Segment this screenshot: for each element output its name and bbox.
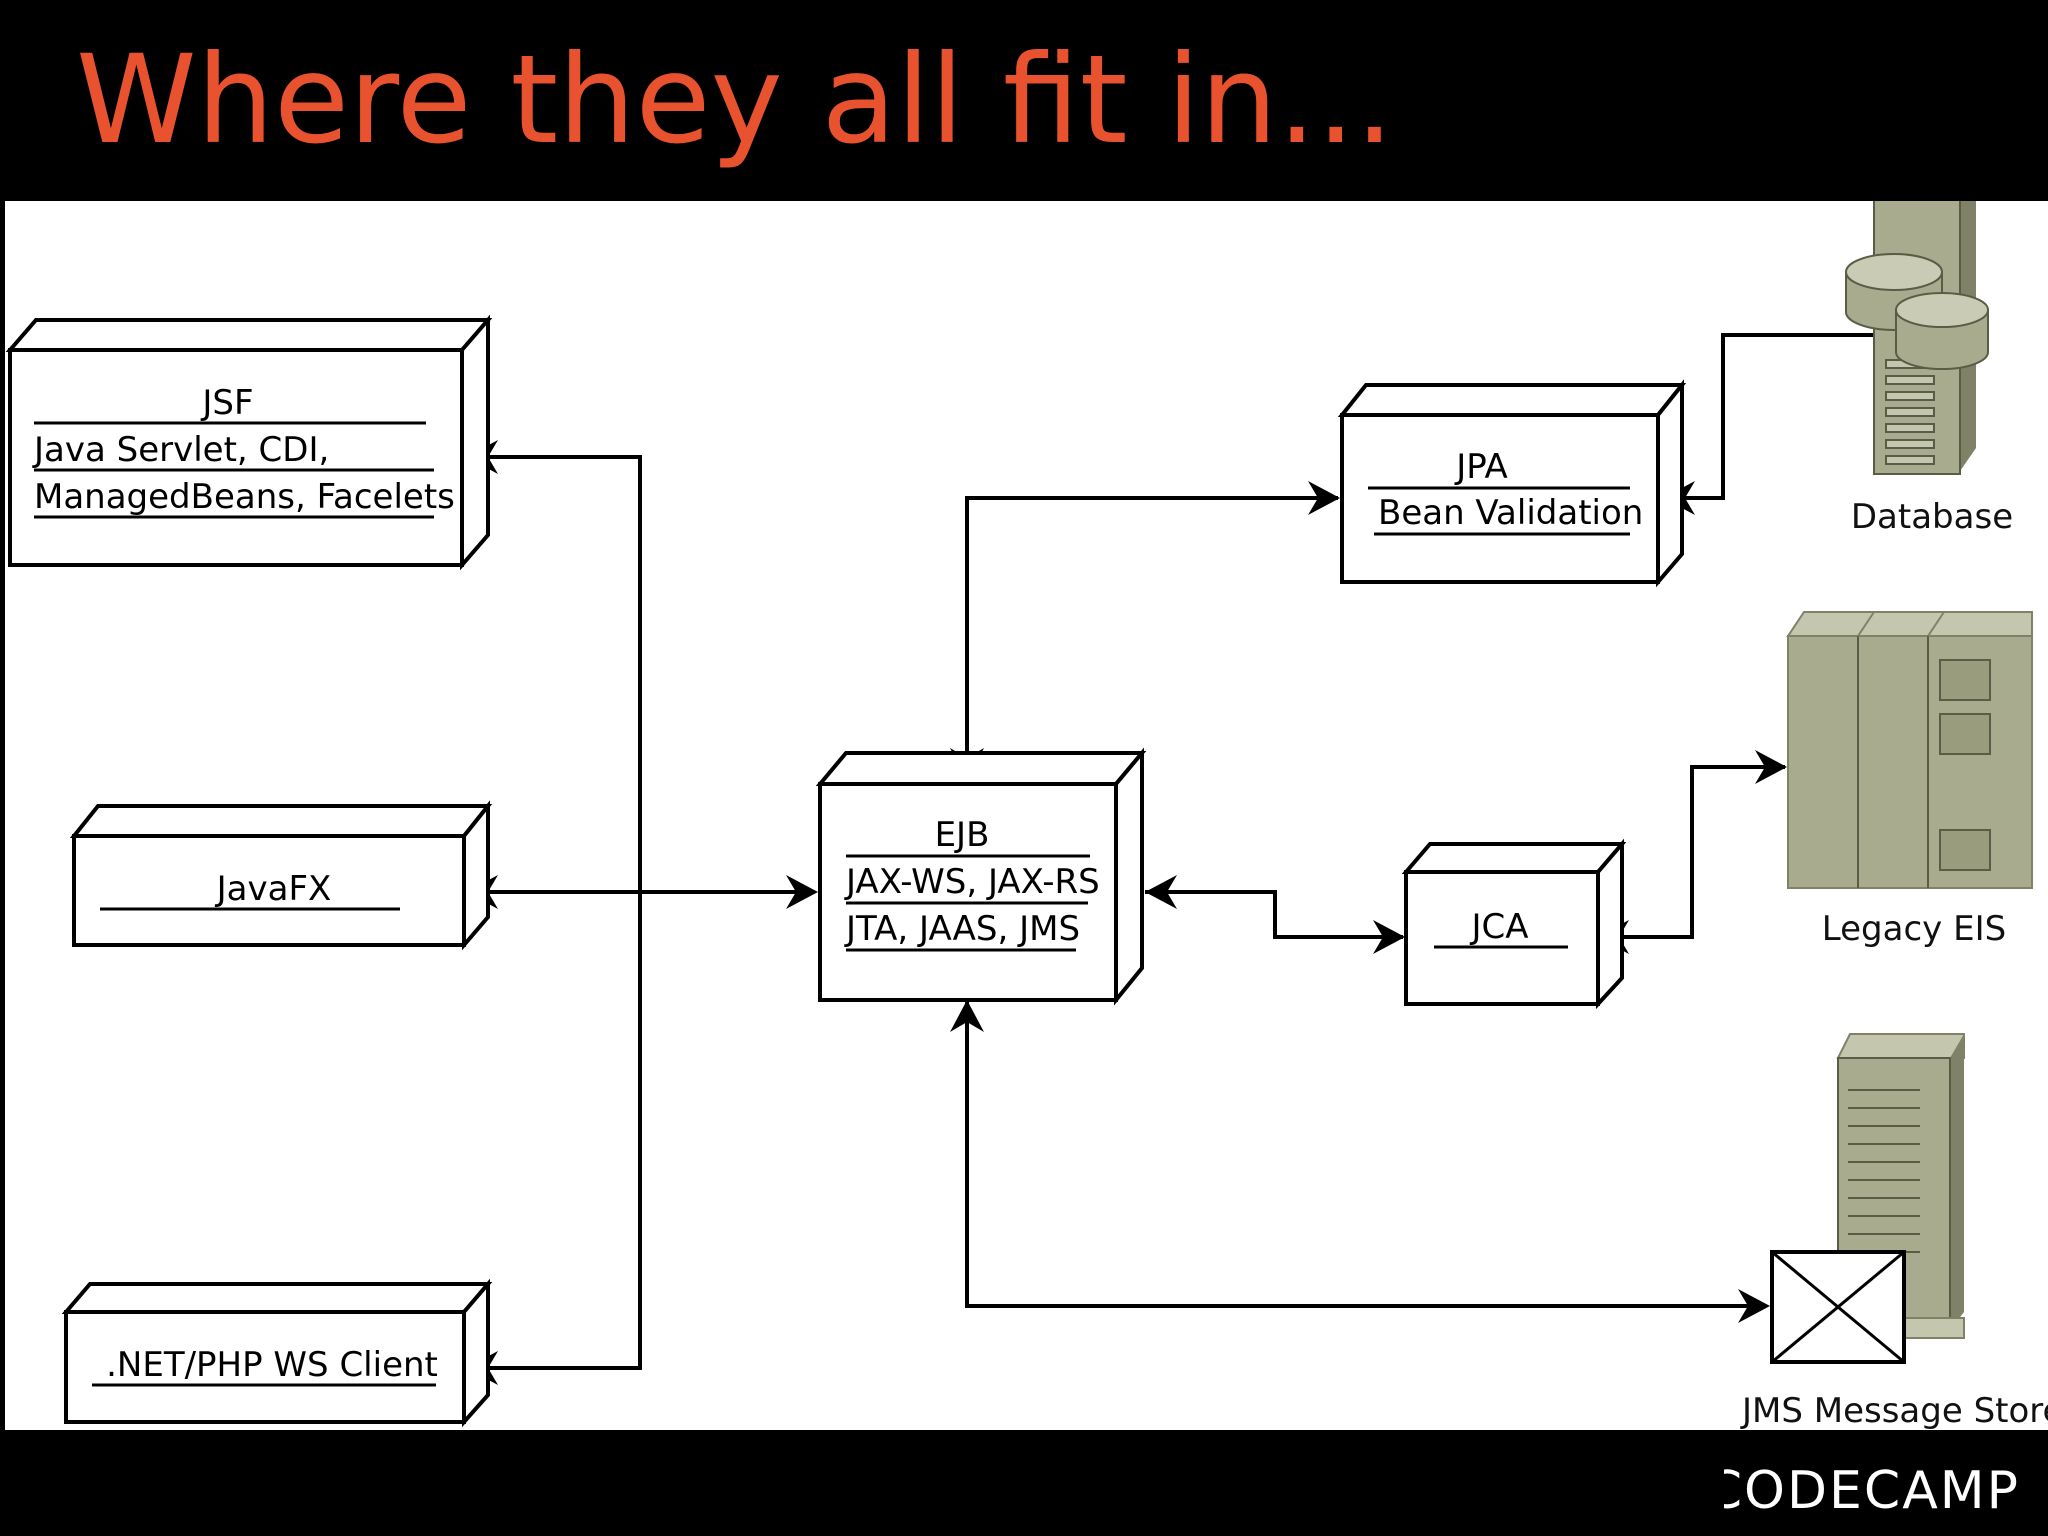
netphp-client-box: .NET/PHP WS Client [61,1278,493,1428]
jpa-box: JPA Bean Validation [1337,379,1687,588]
database-label: Database [1851,497,2013,537]
arrowheads [466,318,1917,1385]
legacy-eis-icon: Legacy EIS [1786,611,2033,949]
jms-store-label: JMS Message Store [1740,1391,2048,1430]
ejb-line-2: JAX-WS, JAX-RS [844,862,1100,902]
connector-ejb-jpa [965,496,1338,753]
jpa-line-1: JPA [1454,447,1508,487]
arrowhead-jpa-left [1308,481,1340,515]
database-icon: Database [1845,201,2013,537]
javafx-label: JavaFX [215,869,332,909]
slide-title: Where they all fit in... [76,29,1394,171]
ejb-line-1: EJB [935,815,990,855]
connector-jsf-bus [466,455,642,1370]
codecamp-logo-text: CODECAMP [1724,1461,2020,1520]
javafx-box: JavaFX [69,800,493,951]
connector-ejb-jms [965,1002,1766,1308]
jms-store-icon: JMS Message Store [1740,1033,2048,1430]
arrowhead-jms-store [1738,1289,1770,1323]
legacy-eis-label: Legacy EIS [1822,909,2006,949]
jsf-line-3: ManagedBeans, Facelets [34,477,455,517]
connector-jpa-database [1663,333,1915,500]
arrowhead-ejb-left [786,875,818,909]
connector-jca-eis [1597,765,1785,939]
jpa-line-2: Bean Validation [1378,493,1643,533]
architecture-diagram: JSF Java Servlet, CDI, ManagedBeans, Fac… [5,201,2048,1430]
jca-box: JCA [1401,838,1627,1010]
jsf-line-1: JSF [200,383,253,423]
arrowhead-ejb-bottom [950,1000,984,1032]
message-box-icon [1770,1250,1906,1364]
ejb-line-3: JTA, JAAS, JMS [844,909,1080,949]
ejb-box: EJB JAX-WS, JAX-RS JTA, JAAS, JMS [815,747,1147,1006]
connector-ejb-jca [1145,890,1403,939]
netphp-label: .NET/PHP WS Client [106,1345,438,1385]
arrowhead-jca-left [1373,920,1405,954]
codecamp-logo: CODECAMP [1724,1461,2020,1520]
connectors [466,333,1915,1370]
jsf-line-2: Java Servlet, CDI, [32,430,329,470]
arrowhead-legacy-eis [1755,750,1787,784]
jca-label: JCA [1469,907,1528,947]
arrowhead-ejb-right [1145,875,1177,909]
jsf-box: JSF Java Servlet, CDI, ManagedBeans, Fac… [5,314,493,571]
